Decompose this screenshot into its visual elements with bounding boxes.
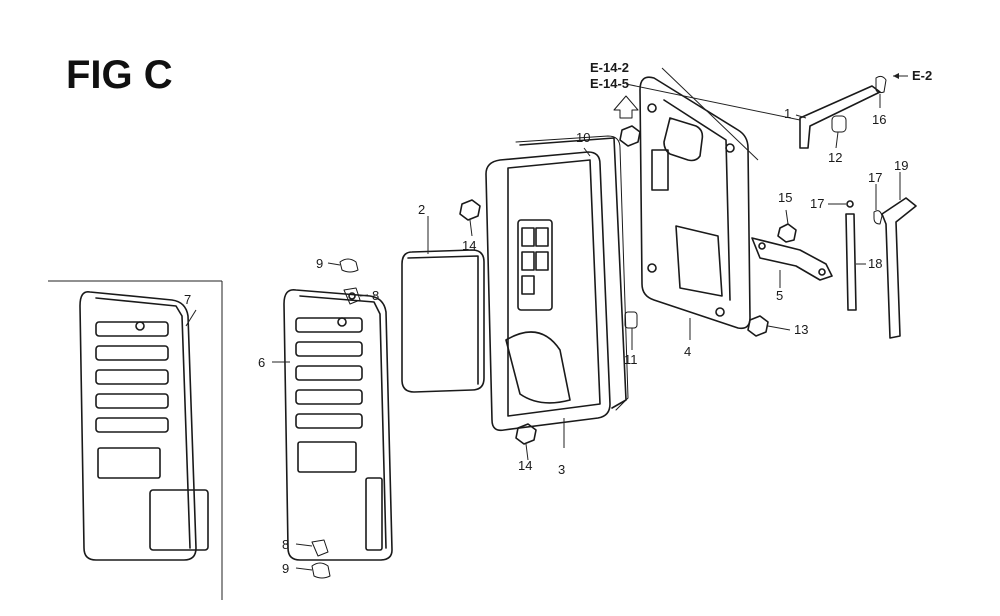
figure-title: FIG C	[66, 53, 173, 97]
part-14-nut-upper	[459, 199, 481, 221]
part-15-bolt	[777, 223, 797, 243]
part-11-collar	[624, 311, 638, 329]
callout-17-right: 17	[868, 170, 882, 185]
part-4-base-plate	[639, 76, 751, 330]
part-8-wing-nut-lower	[311, 539, 329, 557]
part-14-nut-lower	[515, 423, 537, 445]
part-8-wing-nut-upper	[343, 287, 361, 305]
part-12-grommet	[831, 115, 847, 133]
callout-16: 16	[872, 112, 886, 127]
callout-8-lower: 8	[282, 537, 289, 552]
part-5-stay	[751, 237, 833, 281]
part-17-clip-b	[873, 210, 883, 225]
part-19-tube	[881, 197, 917, 339]
callout-7: 7	[184, 292, 191, 307]
part-10-gasket	[515, 135, 629, 411]
part-18-rod	[845, 213, 857, 311]
part-7-outer-cover	[79, 290, 209, 561]
part-1-breather-tube	[799, 85, 881, 149]
part-14-nut-top	[619, 125, 641, 147]
callout-4: 4	[684, 344, 691, 359]
callout-14-upper: 14	[462, 238, 476, 253]
callout-9-upper: 9	[316, 256, 323, 271]
part-13-bolt	[747, 315, 769, 337]
callout-14-lower: 14	[518, 458, 532, 473]
part-2-filter-element	[401, 249, 485, 393]
ref-e2-arrowhead	[893, 73, 899, 79]
callout-12: 12	[828, 150, 842, 165]
callout-17-left: 17	[810, 196, 824, 211]
callout-2: 2	[418, 202, 425, 217]
callout-19: 19	[894, 158, 908, 173]
part-3-air-cleaner-case	[485, 137, 627, 432]
part-9-clip-upper	[339, 258, 359, 273]
callout-1: 1	[784, 106, 791, 121]
part-9-clip-lower	[311, 562, 331, 579]
callout-15: 15	[778, 190, 792, 205]
ref-e2: E-2	[912, 68, 932, 83]
up-arrow-icon	[613, 95, 639, 119]
callout-18: 18	[868, 256, 882, 271]
callout-3: 3	[558, 462, 565, 477]
part-6-element-cover	[283, 288, 393, 561]
callout-10: 10	[576, 130, 590, 145]
part-16-clip	[875, 75, 887, 94]
callout-6: 6	[258, 355, 265, 370]
part-17-clip-a	[846, 200, 854, 208]
ref-e14-5: E-14-5	[590, 76, 629, 91]
leader-lines	[185, 67, 901, 571]
callout-9-lower: 9	[282, 561, 289, 576]
callout-11: 11	[624, 352, 638, 367]
ref-e14-2: E-14-2	[590, 60, 629, 75]
callout-5: 5	[776, 288, 783, 303]
callout-13: 13	[794, 322, 808, 337]
callout-8-upper: 8	[372, 288, 379, 303]
